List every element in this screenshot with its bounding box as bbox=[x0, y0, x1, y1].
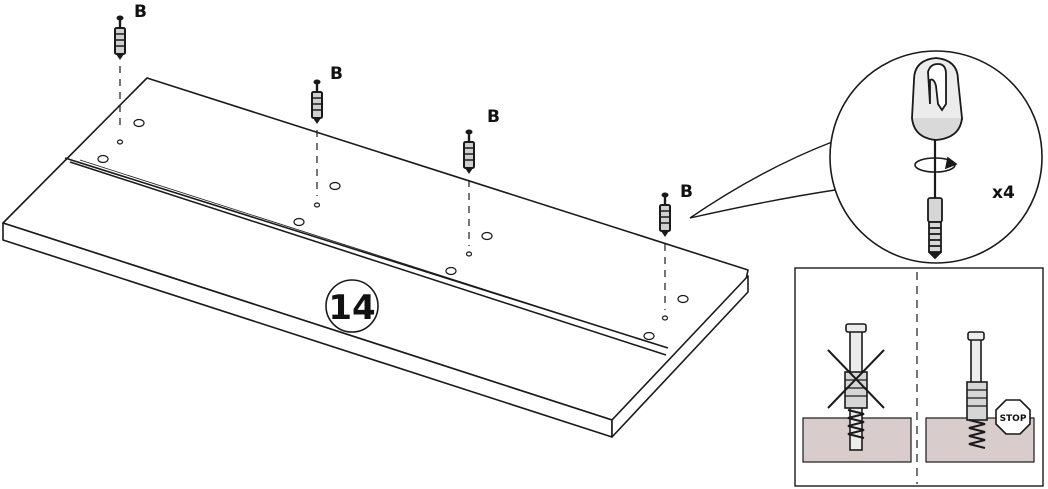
board-holes bbox=[97, 118, 689, 341]
step-number: 14 bbox=[328, 288, 375, 328]
part-label-b-3: B bbox=[487, 107, 500, 127]
cross-out-icon bbox=[827, 349, 885, 409]
part-label-b-2: B bbox=[330, 64, 343, 84]
instruction-box: STOP bbox=[794, 267, 1044, 487]
part-label-b-1: B bbox=[134, 2, 147, 22]
step-number-badge: 14 bbox=[325, 279, 379, 333]
part-label-b-4: B bbox=[680, 182, 693, 202]
zoom-detail: x4 bbox=[689, 50, 1043, 264]
fastener-1 bbox=[114, 14, 126, 61]
fastener-4 bbox=[659, 191, 671, 238]
connector-cap-icon bbox=[911, 57, 963, 141]
wrong-example bbox=[802, 323, 912, 463]
fastener-3 bbox=[463, 128, 475, 175]
quantity-label: x4 bbox=[992, 183, 1015, 203]
stop-sign-label: STOP bbox=[1000, 414, 1027, 424]
connector-dowel-icon bbox=[927, 197, 943, 260]
guide-lines bbox=[119, 66, 666, 310]
correct-example: STOP bbox=[925, 331, 1035, 463]
fastener-2 bbox=[311, 78, 323, 125]
stop-sign-icon: STOP bbox=[995, 399, 1031, 435]
panel-board bbox=[2, 77, 749, 438]
